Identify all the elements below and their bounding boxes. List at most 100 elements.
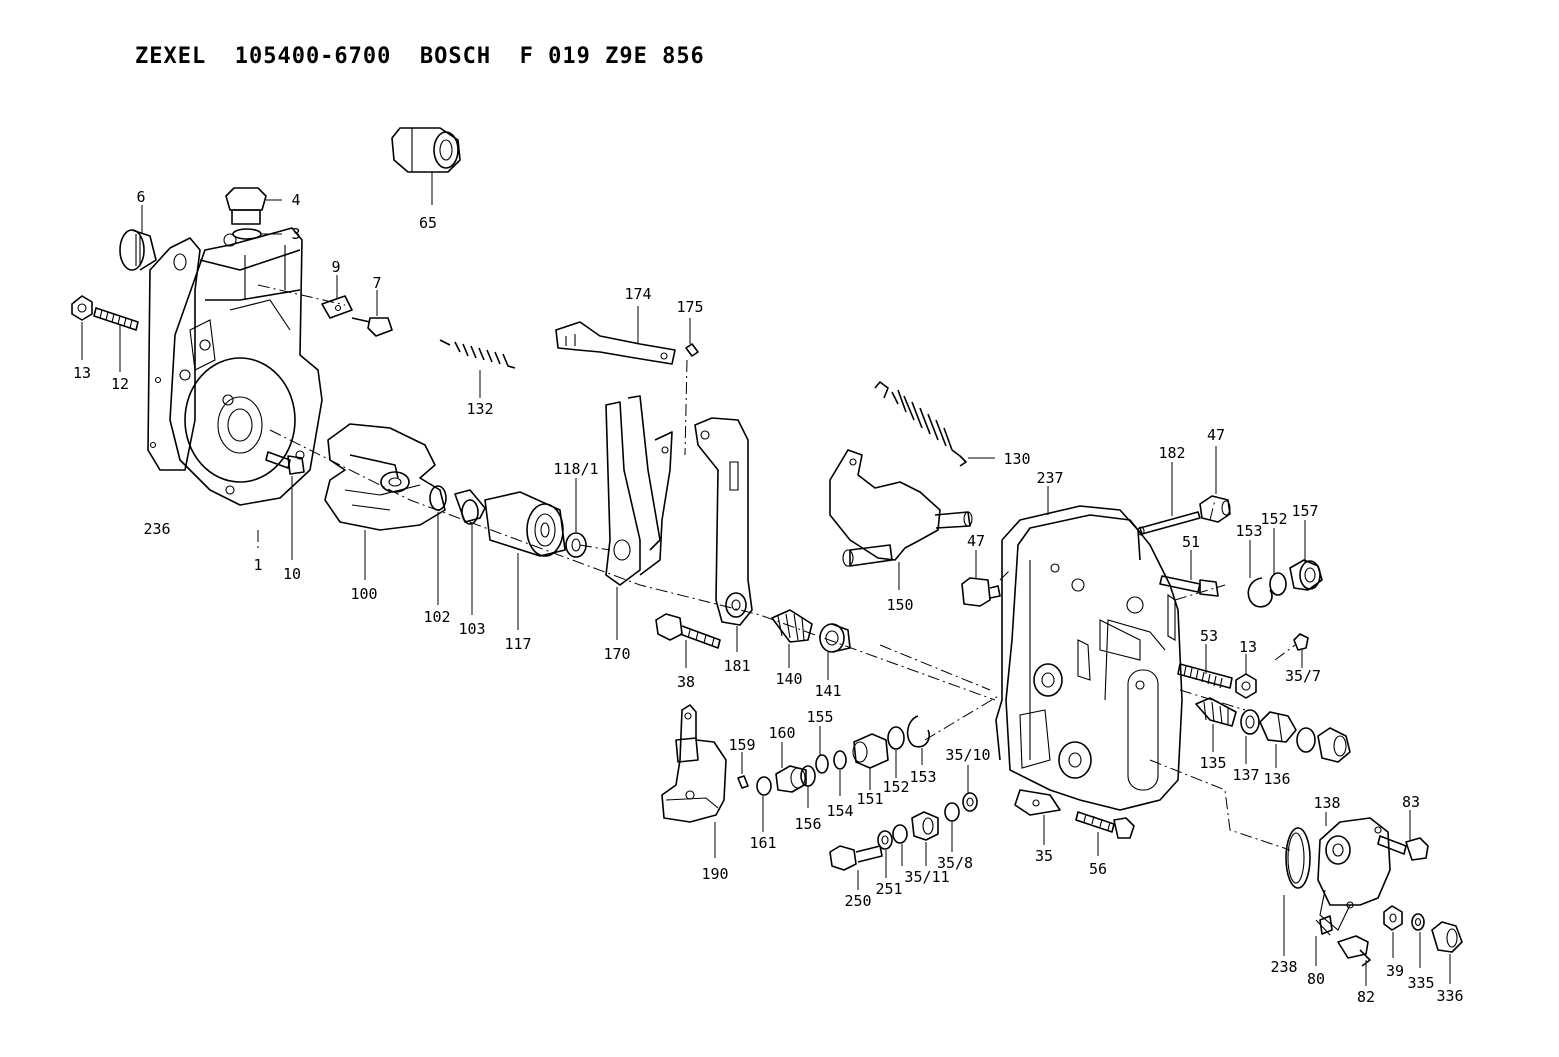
part-152-o-ring-upper: [1269, 528, 1287, 596]
part-83-bolt: [1377, 810, 1429, 861]
label-137: 137: [1232, 766, 1259, 784]
part-151-sleeve: [852, 733, 889, 790]
label-100: 100: [350, 585, 377, 603]
part-56-screw: [1075, 811, 1135, 856]
label-53: 53: [1200, 627, 1218, 645]
diagram-title: ZEXEL 105400-6700 BOSCH F 019 Z9E 856: [135, 44, 705, 69]
part-labels: 65 6 4 3 9 7 13 12 236 1 10 100 102 103 …: [73, 188, 1464, 1006]
part-6-breather: [119, 205, 157, 271]
label-153b: 153: [909, 768, 936, 786]
part-182-pin: [1137, 462, 1201, 536]
part-153-circlip-lower: [906, 715, 930, 765]
part-117-sleeve: [484, 491, 566, 630]
part-136-nut: [1259, 711, 1297, 768]
label-38: 38: [677, 673, 695, 691]
label-150: 150: [886, 596, 913, 614]
label-118-1: 118/1: [553, 460, 598, 478]
label-153a: 153: [1235, 522, 1262, 540]
label-181: 181: [723, 657, 750, 675]
label-83: 83: [1402, 793, 1420, 811]
part-130-spring: [874, 381, 995, 467]
part-175-pin: [685, 318, 699, 357]
part-137-washer: [1240, 709, 1260, 764]
label-154: 154: [826, 802, 853, 820]
label-140: 140: [775, 670, 802, 688]
part-250-screw: [829, 845, 883, 890]
part-159-pin: [737, 752, 749, 789]
label-238: 238: [1270, 958, 1297, 976]
label-102: 102: [423, 608, 450, 626]
label-35-11: 35/11: [904, 868, 949, 886]
label-12: 12: [111, 375, 129, 393]
label-151: 151: [856, 790, 883, 808]
label-152b: 152: [882, 778, 909, 796]
label-4: 4: [291, 191, 300, 209]
label-9: 9: [331, 258, 340, 276]
part-9-plate: [321, 275, 353, 319]
part-7-screw: [351, 290, 393, 337]
label-250: 250: [844, 892, 871, 910]
label-6: 6: [136, 188, 145, 206]
assembly-axis-lines: [257, 284, 1296, 851]
label-13a: 13: [73, 364, 91, 382]
label-155: 155: [806, 708, 833, 726]
label-136: 136: [1263, 770, 1290, 788]
label-161: 161: [749, 834, 776, 852]
part-102-washer: [429, 485, 447, 605]
label-236: 236: [143, 520, 170, 538]
part-10-screw: [265, 451, 305, 560]
part-140-adjust-screw: [771, 609, 813, 668]
label-35-7: 35/7: [1285, 667, 1321, 685]
label-51: 51: [1182, 533, 1200, 551]
label-35-8: 35/8: [937, 854, 973, 872]
part-53-adjust-screw: [1177, 644, 1233, 689]
label-160: 160: [768, 724, 795, 742]
part-13-nut-right: [1235, 654, 1257, 699]
label-251: 251: [875, 880, 902, 898]
label-237: 237: [1036, 469, 1063, 487]
part-82-screw: [1337, 935, 1371, 986]
part-170-lever-assembly: [605, 395, 673, 640]
part-156-spacer: [800, 765, 816, 808]
part-136-cap: [1296, 727, 1351, 763]
label-130: 130: [1003, 450, 1030, 468]
part-35-10-washer: [962, 765, 978, 812]
label-103: 103: [458, 620, 485, 638]
part-47-plug-right: [1199, 446, 1231, 523]
label-175: 175: [676, 298, 703, 316]
label-190: 190: [701, 865, 728, 883]
label-170: 170: [603, 645, 630, 663]
label-47b: 47: [967, 532, 985, 550]
part-135-screw: [1195, 697, 1237, 752]
label-159: 159: [728, 736, 755, 754]
part-157-bushing: [1289, 520, 1323, 591]
part-103-bushing: [454, 489, 486, 615]
part-141-nut: [819, 623, 851, 680]
part-160-bushing: [775, 742, 807, 793]
label-7: 7: [372, 274, 381, 292]
part-47-plug-left: [961, 550, 1001, 607]
part-174-lever: [555, 306, 676, 365]
label-82: 82: [1357, 988, 1375, 1006]
part-336-cap-nut: [1431, 921, 1463, 984]
label-138: 138: [1313, 794, 1340, 812]
part-65-nut: [391, 127, 461, 205]
part-237-gasket: [995, 486, 1141, 761]
part-1-governor-housing: [169, 227, 323, 550]
part-153-circlip-upper: [1247, 540, 1273, 608]
label-182: 182: [1158, 444, 1185, 462]
label-157: 157: [1291, 502, 1318, 520]
label-65: 65: [419, 214, 437, 232]
part-118-1-washer: [565, 478, 587, 558]
part-251-washer: [877, 830, 893, 878]
part-35-11-nut: [911, 811, 939, 866]
part-39-nut: [1383, 905, 1403, 958]
label-1: 1: [253, 556, 262, 574]
part-181-lever: [694, 417, 753, 652]
part-132-spring: [439, 339, 516, 398]
part-190-bracket: [661, 704, 727, 858]
label-47a: 47: [1207, 426, 1225, 444]
part-152-o-ring-lower: [887, 726, 905, 778]
label-156: 156: [794, 815, 821, 833]
label-174: 174: [624, 285, 651, 303]
